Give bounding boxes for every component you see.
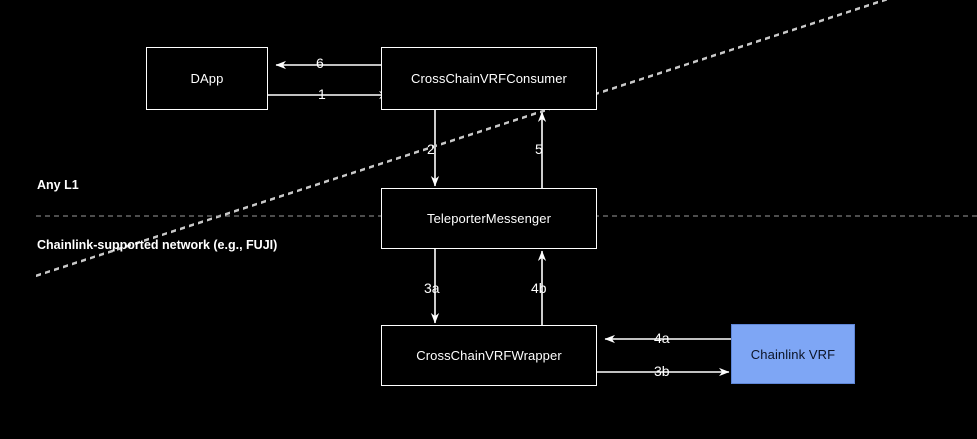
edge-label-4a-text: 4a — [654, 330, 670, 346]
node-crosschain-vrf-consumer-label: CrossChainVRFConsumer — [411, 71, 567, 86]
node-chainlink-vrf[interactable]: Chainlink VRF — [731, 324, 855, 384]
edge-label-3a-text: 3a — [424, 280, 440, 296]
node-crosschain-vrf-wrapper-label: CrossChainVRFWrapper — [416, 348, 562, 363]
node-teleporter-messenger[interactable]: TeleporterMessenger — [381, 188, 597, 249]
edge-label-5-text: 5 — [535, 141, 543, 157]
zone-label-any-l1-text: Any L1 — [37, 178, 79, 192]
edge-label-4b: 4b — [531, 281, 547, 295]
zone-label-chainlink-network: Chainlink-supported network (e.g., FUJI) — [37, 239, 277, 252]
node-chainlink-vrf-label: Chainlink VRF — [750, 346, 836, 362]
node-dapp[interactable]: DApp — [146, 47, 268, 110]
zone-label-chainlink-network-text: Chainlink-supported network (e.g., FUJI) — [37, 238, 278, 252]
node-crosschain-vrf-wrapper[interactable]: CrossChainVRFWrapper — [381, 325, 597, 386]
edge-label-6-text: 6 — [316, 55, 324, 71]
edge-label-5: 5 — [535, 142, 543, 156]
edge-label-6: 6 — [316, 56, 324, 70]
edge-label-3b-text: 3b — [654, 363, 670, 379]
edge-label-2-text: 2 — [427, 141, 435, 157]
edge-label-1-text: 1 — [318, 86, 326, 102]
edge-label-2: 2 — [427, 142, 435, 156]
node-teleporter-messenger-label: TeleporterMessenger — [426, 211, 552, 226]
edge-label-3a: 3a — [424, 281, 440, 295]
node-crosschain-vrf-consumer[interactable]: CrossChainVRFConsumer — [381, 47, 597, 110]
zone-label-any-l1: Any L1 — [37, 179, 79, 192]
node-dapp-label: DApp — [190, 71, 224, 86]
edge-label-3b: 3b — [654, 364, 670, 378]
edge-label-4a: 4a — [654, 331, 670, 345]
edge-label-1: 1 — [318, 87, 326, 101]
edge-label-4b-text: 4b — [531, 280, 547, 296]
